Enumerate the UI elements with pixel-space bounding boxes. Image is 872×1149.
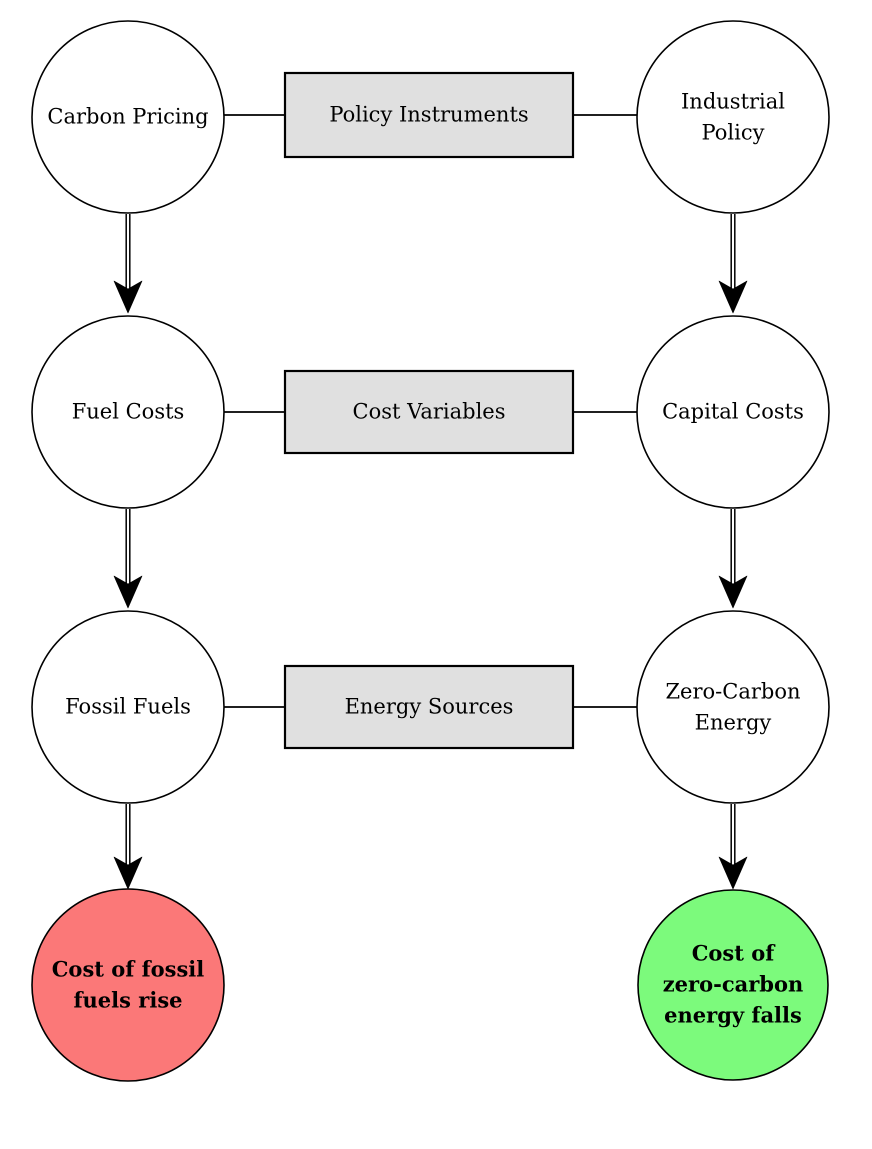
node-outcome-negative-label-line-2: fuels rise xyxy=(74,988,183,1013)
group-box-policy-instruments[interactable]: Policy Instruments xyxy=(283,71,575,159)
node-zero-carbon-energy[interactable]: Zero-Carbon Energy xyxy=(636,610,830,804)
node-industrial-policy-shape xyxy=(636,20,830,214)
arrow-fuel-costs-to-fossil-fuels xyxy=(113,509,143,609)
node-zero-carbon-energy-label-line-2: Energy xyxy=(695,711,772,735)
group-box-policy-instruments-rect xyxy=(283,71,575,159)
node-carbon-pricing-label-line-1: Carbon Pricing xyxy=(47,105,208,129)
group-box-energy-sources-rect xyxy=(283,664,575,750)
node-capital-costs[interactable]: Capital Costs xyxy=(636,315,830,509)
node-carbon-pricing-shape xyxy=(31,20,225,214)
node-carbon-pricing[interactable]: Carbon Pricing xyxy=(31,20,225,214)
node-outcome-positive-label-line-1: Cost of xyxy=(692,941,777,966)
arrow-fossil-fuels-to-outcome-negative xyxy=(113,804,143,890)
node-industrial-policy[interactable]: Industrial Policy xyxy=(636,20,830,214)
node-capital-costs-label-line-1: Capital Costs xyxy=(662,400,804,424)
node-industrial-policy-label-line-1: Industrial xyxy=(681,90,785,114)
node-outcome-negative-label-line-1: Cost of fossil xyxy=(52,957,205,982)
arrow-industrial-policy-to-capital-costs xyxy=(718,214,748,314)
arrow-capital-costs-to-zero-carbon-energy xyxy=(718,509,748,609)
node-layer: Carbon Pricing Industrial Policy Fuel Co… xyxy=(31,20,830,1082)
arrow-carbon-pricing-to-fuel-costs xyxy=(113,214,143,314)
connector-layer xyxy=(224,114,638,708)
node-fossil-fuels-label-line-1: Fossil Fuels xyxy=(65,695,191,719)
node-outcome-cost-of-zero-carbon-energy-falls[interactable]: Cost of zero-carbon energy falls xyxy=(637,889,829,1081)
node-outcome-cost-of-fossil-fuels-rise[interactable]: Cost of fossil fuels rise xyxy=(31,888,225,1082)
node-outcome-positive-label-line-3: energy falls xyxy=(664,1003,802,1028)
node-outcome-positive-shape xyxy=(637,889,829,1081)
group-box-cost-variables[interactable]: Cost Variables xyxy=(283,369,575,455)
node-outcome-positive-label-line-2: zero-carbon xyxy=(663,972,804,997)
node-capital-costs-shape xyxy=(636,315,830,509)
group-box-layer: Policy Instruments Cost Variables Energy… xyxy=(283,71,575,750)
group-box-energy-sources[interactable]: Energy Sources xyxy=(283,664,575,750)
node-fuel-costs[interactable]: Fuel Costs xyxy=(31,315,225,509)
node-fuel-costs-shape xyxy=(31,315,225,509)
node-fossil-fuels-shape xyxy=(31,610,225,804)
group-box-cost-variables-label: Cost Variables xyxy=(353,400,506,424)
arrow-zero-carbon-energy-to-outcome-positive xyxy=(718,804,748,890)
group-box-energy-sources-label: Energy Sources xyxy=(345,695,514,719)
node-fuel-costs-label-line-1: Fuel Costs xyxy=(72,400,185,424)
node-industrial-policy-label-line-2: Policy xyxy=(702,121,765,145)
group-box-cost-variables-rect xyxy=(283,369,575,455)
group-box-policy-instruments-label: Policy Instruments xyxy=(329,103,528,127)
node-zero-carbon-energy-label-line-1: Zero-Carbon xyxy=(665,680,800,704)
node-outcome-negative-shape xyxy=(31,888,225,1082)
node-fossil-fuels[interactable]: Fossil Fuels xyxy=(31,610,225,804)
node-zero-carbon-energy-shape xyxy=(636,610,830,804)
arrow-layer xyxy=(113,214,748,890)
